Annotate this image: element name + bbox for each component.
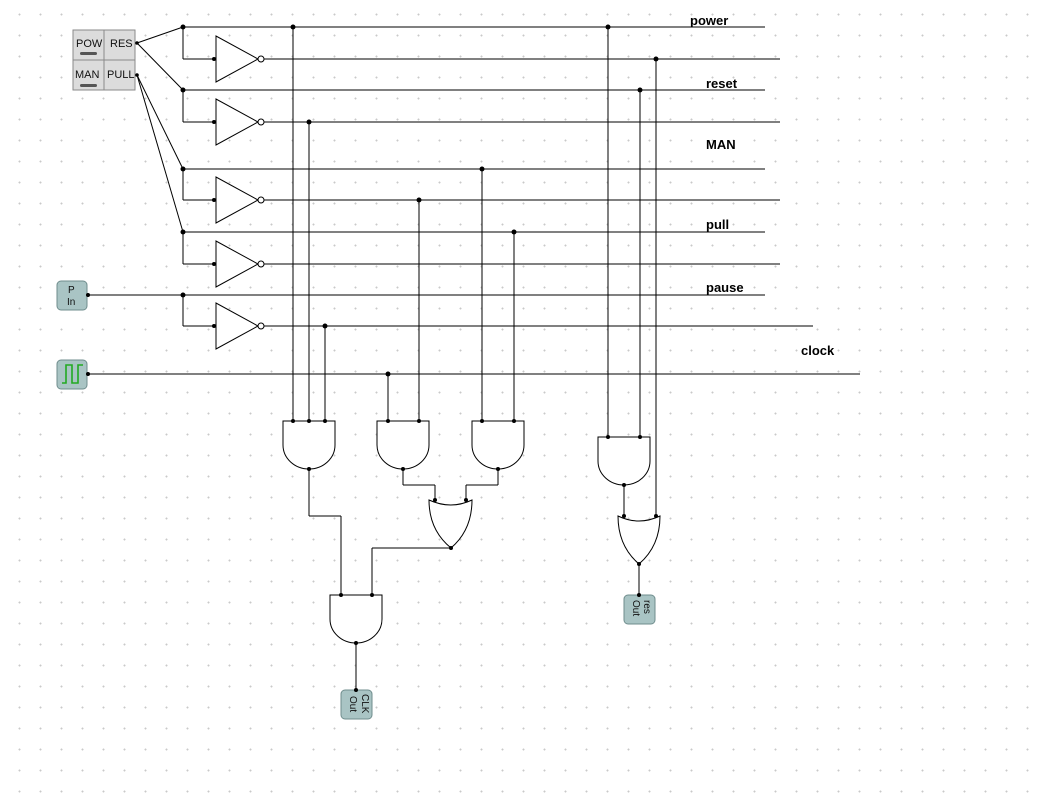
net-label-pull: pull — [706, 217, 729, 232]
pause-pin-label-top: P — [68, 285, 75, 296]
net-wires — [88, 26, 860, 375]
res-pin-label-top: res — [641, 600, 652, 614]
inverter-row-power[interactable] — [180, 24, 265, 83]
clock-source[interactable] — [56, 359, 90, 390]
and-gate-4[interactable] — [597, 435, 651, 487]
and-gate-2[interactable] — [376, 419, 430, 471]
clock-wave-icon — [62, 364, 83, 384]
res-pin-label-bottom: Out — [630, 600, 641, 616]
switch-block[interactable]: POW RES MAN PULL — [72, 29, 139, 91]
tap-wires — [292, 27, 657, 516]
and-gate-clk[interactable] — [308, 469, 451, 690]
clk-pin-label-bottom: Out — [347, 696, 358, 712]
net-label-clock: clock — [801, 343, 835, 358]
and-gate-3[interactable] — [471, 419, 525, 471]
switch-man-label: MAN — [75, 69, 100, 81]
tap-junctions — [290, 24, 659, 377]
and-gate-1[interactable] — [282, 419, 336, 471]
pause-pin-label-bottom: In — [67, 297, 75, 308]
net-label-man: MAN — [706, 137, 736, 152]
switch-pow-label: POW — [76, 38, 103, 50]
inverter-row-pull[interactable] — [180, 229, 265, 288]
or-gate-1[interactable] — [402, 469, 499, 550]
switch-man-toggle[interactable] — [80, 84, 97, 87]
switch-output-wires — [136, 26, 184, 233]
net-label-pause: pause — [706, 280, 744, 295]
switch-pow-toggle[interactable] — [80, 52, 97, 55]
switch-res-label: RES — [110, 38, 133, 50]
pause-input-pin[interactable]: P In — [56, 280, 90, 311]
switch-pull-label: PULL — [107, 69, 135, 81]
inverter-row-man[interactable] — [180, 166, 265, 224]
or-gate-2[interactable] — [617, 485, 661, 595]
clk-output-pin[interactable]: CLK Out — [340, 688, 373, 720]
net-label-reset: reset — [706, 76, 738, 91]
res-output-pin[interactable]: res Out — [623, 593, 656, 625]
inverter-row-pause[interactable] — [180, 292, 265, 350]
clk-pin-label-top: CLK — [359, 694, 370, 714]
net-label-power: power — [690, 13, 728, 28]
inverter-row-reset[interactable] — [180, 87, 265, 146]
